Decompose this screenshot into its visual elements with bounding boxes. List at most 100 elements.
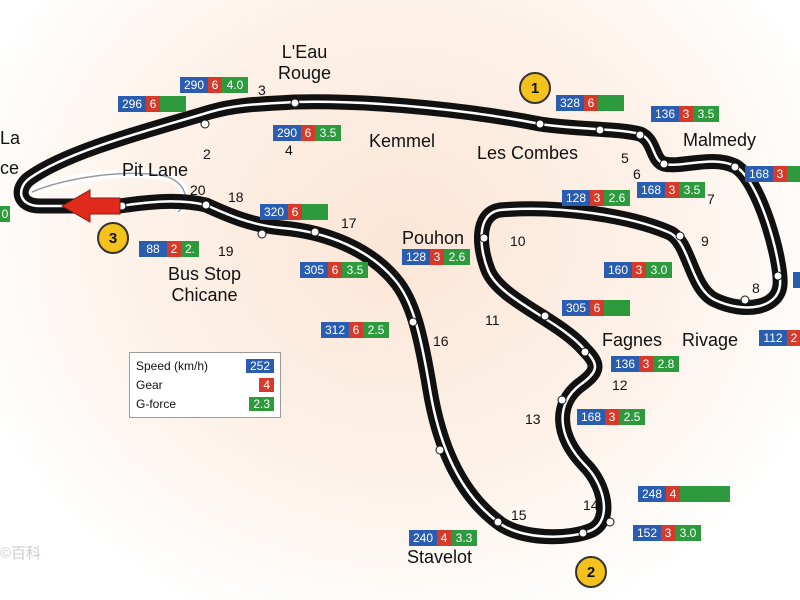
gforce-value <box>680 486 730 502</box>
track-marker <box>535 119 545 129</box>
gforce-value: 2.5 <box>363 322 389 338</box>
gforce-value: 3.0 <box>646 262 672 278</box>
track-marker <box>435 445 445 455</box>
track-marker <box>257 229 267 239</box>
legend-gear-label: Gear <box>136 378 163 392</box>
speed-value: 305 <box>562 300 590 316</box>
track-markers <box>117 98 783 538</box>
track-marker <box>310 227 320 237</box>
label-kemmel: Kemmel <box>369 131 436 151</box>
gforce-value: 2.5 <box>619 409 645 425</box>
gforce-value <box>160 96 186 112</box>
gforce-value: 3.5 <box>315 125 341 141</box>
turn-number-20: 20 <box>190 182 206 198</box>
track-marker <box>605 517 615 527</box>
legend-speed-row: Speed (km/h) 252 <box>136 359 274 373</box>
turn-number-11: 11 <box>485 312 500 328</box>
gforce-value: 3.0 <box>675 525 701 541</box>
gforce-value <box>302 204 328 220</box>
legend: Speed (km/h) 252 Gear 4 G-force 2.3 <box>129 352 281 418</box>
gear-value: 3 <box>661 525 675 541</box>
track-marker <box>635 130 645 140</box>
gforce-value: 2. <box>181 241 199 257</box>
watermark: ©百科 <box>0 545 42 562</box>
gforce-value: 2.6 <box>604 190 630 206</box>
gear-value: 3 <box>639 356 653 372</box>
speed-value: 152 <box>633 525 661 541</box>
label-rivage: Rivage <box>682 330 739 350</box>
turn-number-4: 4 <box>285 142 293 158</box>
legend-gforce-label: G-force <box>136 397 177 411</box>
turn-number-14: 14 <box>583 497 599 513</box>
speed-value: 328 <box>556 95 584 111</box>
track-marker <box>557 395 567 405</box>
gear-value: 6 <box>146 96 160 112</box>
gear-value: 3 <box>605 409 619 425</box>
label-pit-lane: Pit Lane <box>122 160 189 180</box>
gforce-value <box>604 300 630 316</box>
speed-box-edge <box>793 272 800 288</box>
turn-number-16: 16 <box>433 333 449 349</box>
speed-value: 240 <box>409 530 437 546</box>
gforce-value: 3.5 <box>693 106 719 122</box>
label-malmedy: Malmedy <box>683 130 757 150</box>
gforce-value: 2.8 <box>653 356 679 372</box>
gear-value: 4 <box>666 486 680 502</box>
turn-number-10: 10 <box>510 233 526 249</box>
gforce-value: 3.5 <box>679 182 705 198</box>
track-marker <box>595 125 605 135</box>
track-marker <box>580 347 590 357</box>
speed-value: 128 <box>402 249 430 265</box>
gear-value: 6 <box>584 95 598 111</box>
speed-value: 112 <box>759 330 787 346</box>
track-marker <box>773 271 783 281</box>
speed-value: 290 <box>180 77 208 93</box>
legend-speed-swatch: 252 <box>245 359 274 373</box>
turn-number-3: 3 <box>258 82 266 98</box>
gforce-value <box>787 166 800 182</box>
turn-number-6: 6 <box>633 166 641 182</box>
turn-number-8: 8 <box>752 280 760 296</box>
gear-value: 3 <box>665 182 679 198</box>
turn-number-15: 15 <box>511 507 527 523</box>
turn-number-17: 17 <box>341 215 357 231</box>
label-bus-stop-chicane: Bus Stop Chicane <box>168 264 242 305</box>
speed-value: 168 <box>637 182 665 198</box>
label-les-combes: Les Combes <box>477 143 579 163</box>
speed-value: 290 <box>273 125 301 141</box>
gforce-value: 3.5 <box>342 262 368 278</box>
gear-value: 4 <box>437 530 451 546</box>
gforce-value: 0 <box>0 206 10 222</box>
track-marker <box>201 200 211 210</box>
label-leau-rouge: L'Eau Rouge <box>278 42 332 83</box>
gear-value: 6 <box>349 322 363 338</box>
legend-gforce-row: G-force 2.3 <box>136 397 274 411</box>
turn-number-2: 2 <box>203 146 211 162</box>
turn-number-9: 9 <box>701 233 709 249</box>
turn-number-12: 12 <box>612 377 628 393</box>
gear-value: 6 <box>288 204 302 220</box>
legend-speed-label: Speed (km/h) <box>136 359 209 373</box>
track-marker <box>408 317 418 327</box>
turn-number-5: 5 <box>621 150 629 166</box>
speed-value: 168 <box>577 409 605 425</box>
legend-gforce-swatch: 2.3 <box>249 397 274 411</box>
track-marker <box>740 295 750 305</box>
turn-number-19: 19 <box>218 243 234 259</box>
speed-box-partial: 0 <box>0 206 10 222</box>
track-marker <box>200 119 210 129</box>
